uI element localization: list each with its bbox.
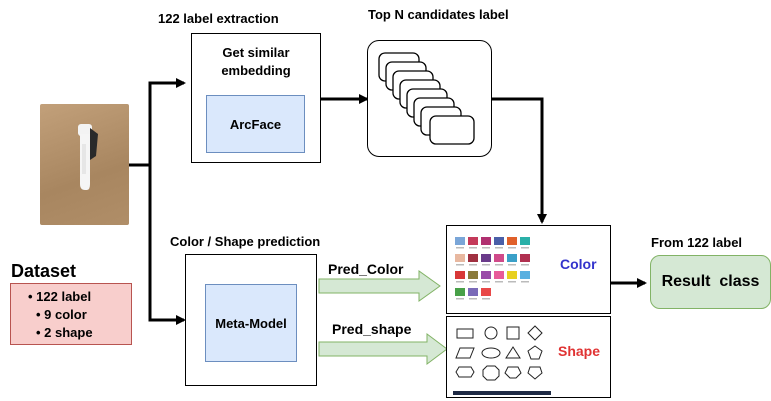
prediction-title: Color / Shape prediction [170,234,321,249]
shape-grid-icon [453,325,551,395]
candidates-box [367,40,492,157]
meta-model-box: Meta-Model [185,254,317,386]
color-panel: Color [446,225,611,314]
embedding-box: Get similar embedding ArcFace [191,33,321,163]
pred-color-arrow [318,270,441,302]
arcface-box: ArcFace [206,95,305,153]
dataset-item-label: • 122 label [28,289,92,304]
pred-shape-arrow [318,333,448,365]
shape-panel-label: Shape [558,343,601,359]
stacked-cards-icon [378,52,475,145]
result-class-box: Result class [650,255,771,309]
top-n-title: Top N candidates label [368,7,509,22]
from-122-title: From 122 label [651,235,743,250]
pred-color-label: Pred_Color [328,261,404,277]
sample-photo [40,104,129,225]
dataset-item-color: • 9 color [36,307,87,322]
meta-model-inner: Meta-Model [205,284,297,362]
color-swatch-grid-icon [455,237,530,300]
dataset-box: • 122 label • 9 color • 2 shape [10,283,132,345]
arrow-to-color-panel [492,97,547,224]
clip-object-icon [78,124,98,190]
color-panel-label: Color [560,256,597,272]
embedding-title: Get similar embedding [221,45,291,78]
dataset-title: Dataset [11,261,77,281]
label-extraction-title: 122 label extraction [158,11,279,26]
shape-panel: Shape [446,316,611,398]
pred-shape-label: Pred_shape [332,321,412,337]
dataset-item-shape: • 2 shape [36,325,93,340]
